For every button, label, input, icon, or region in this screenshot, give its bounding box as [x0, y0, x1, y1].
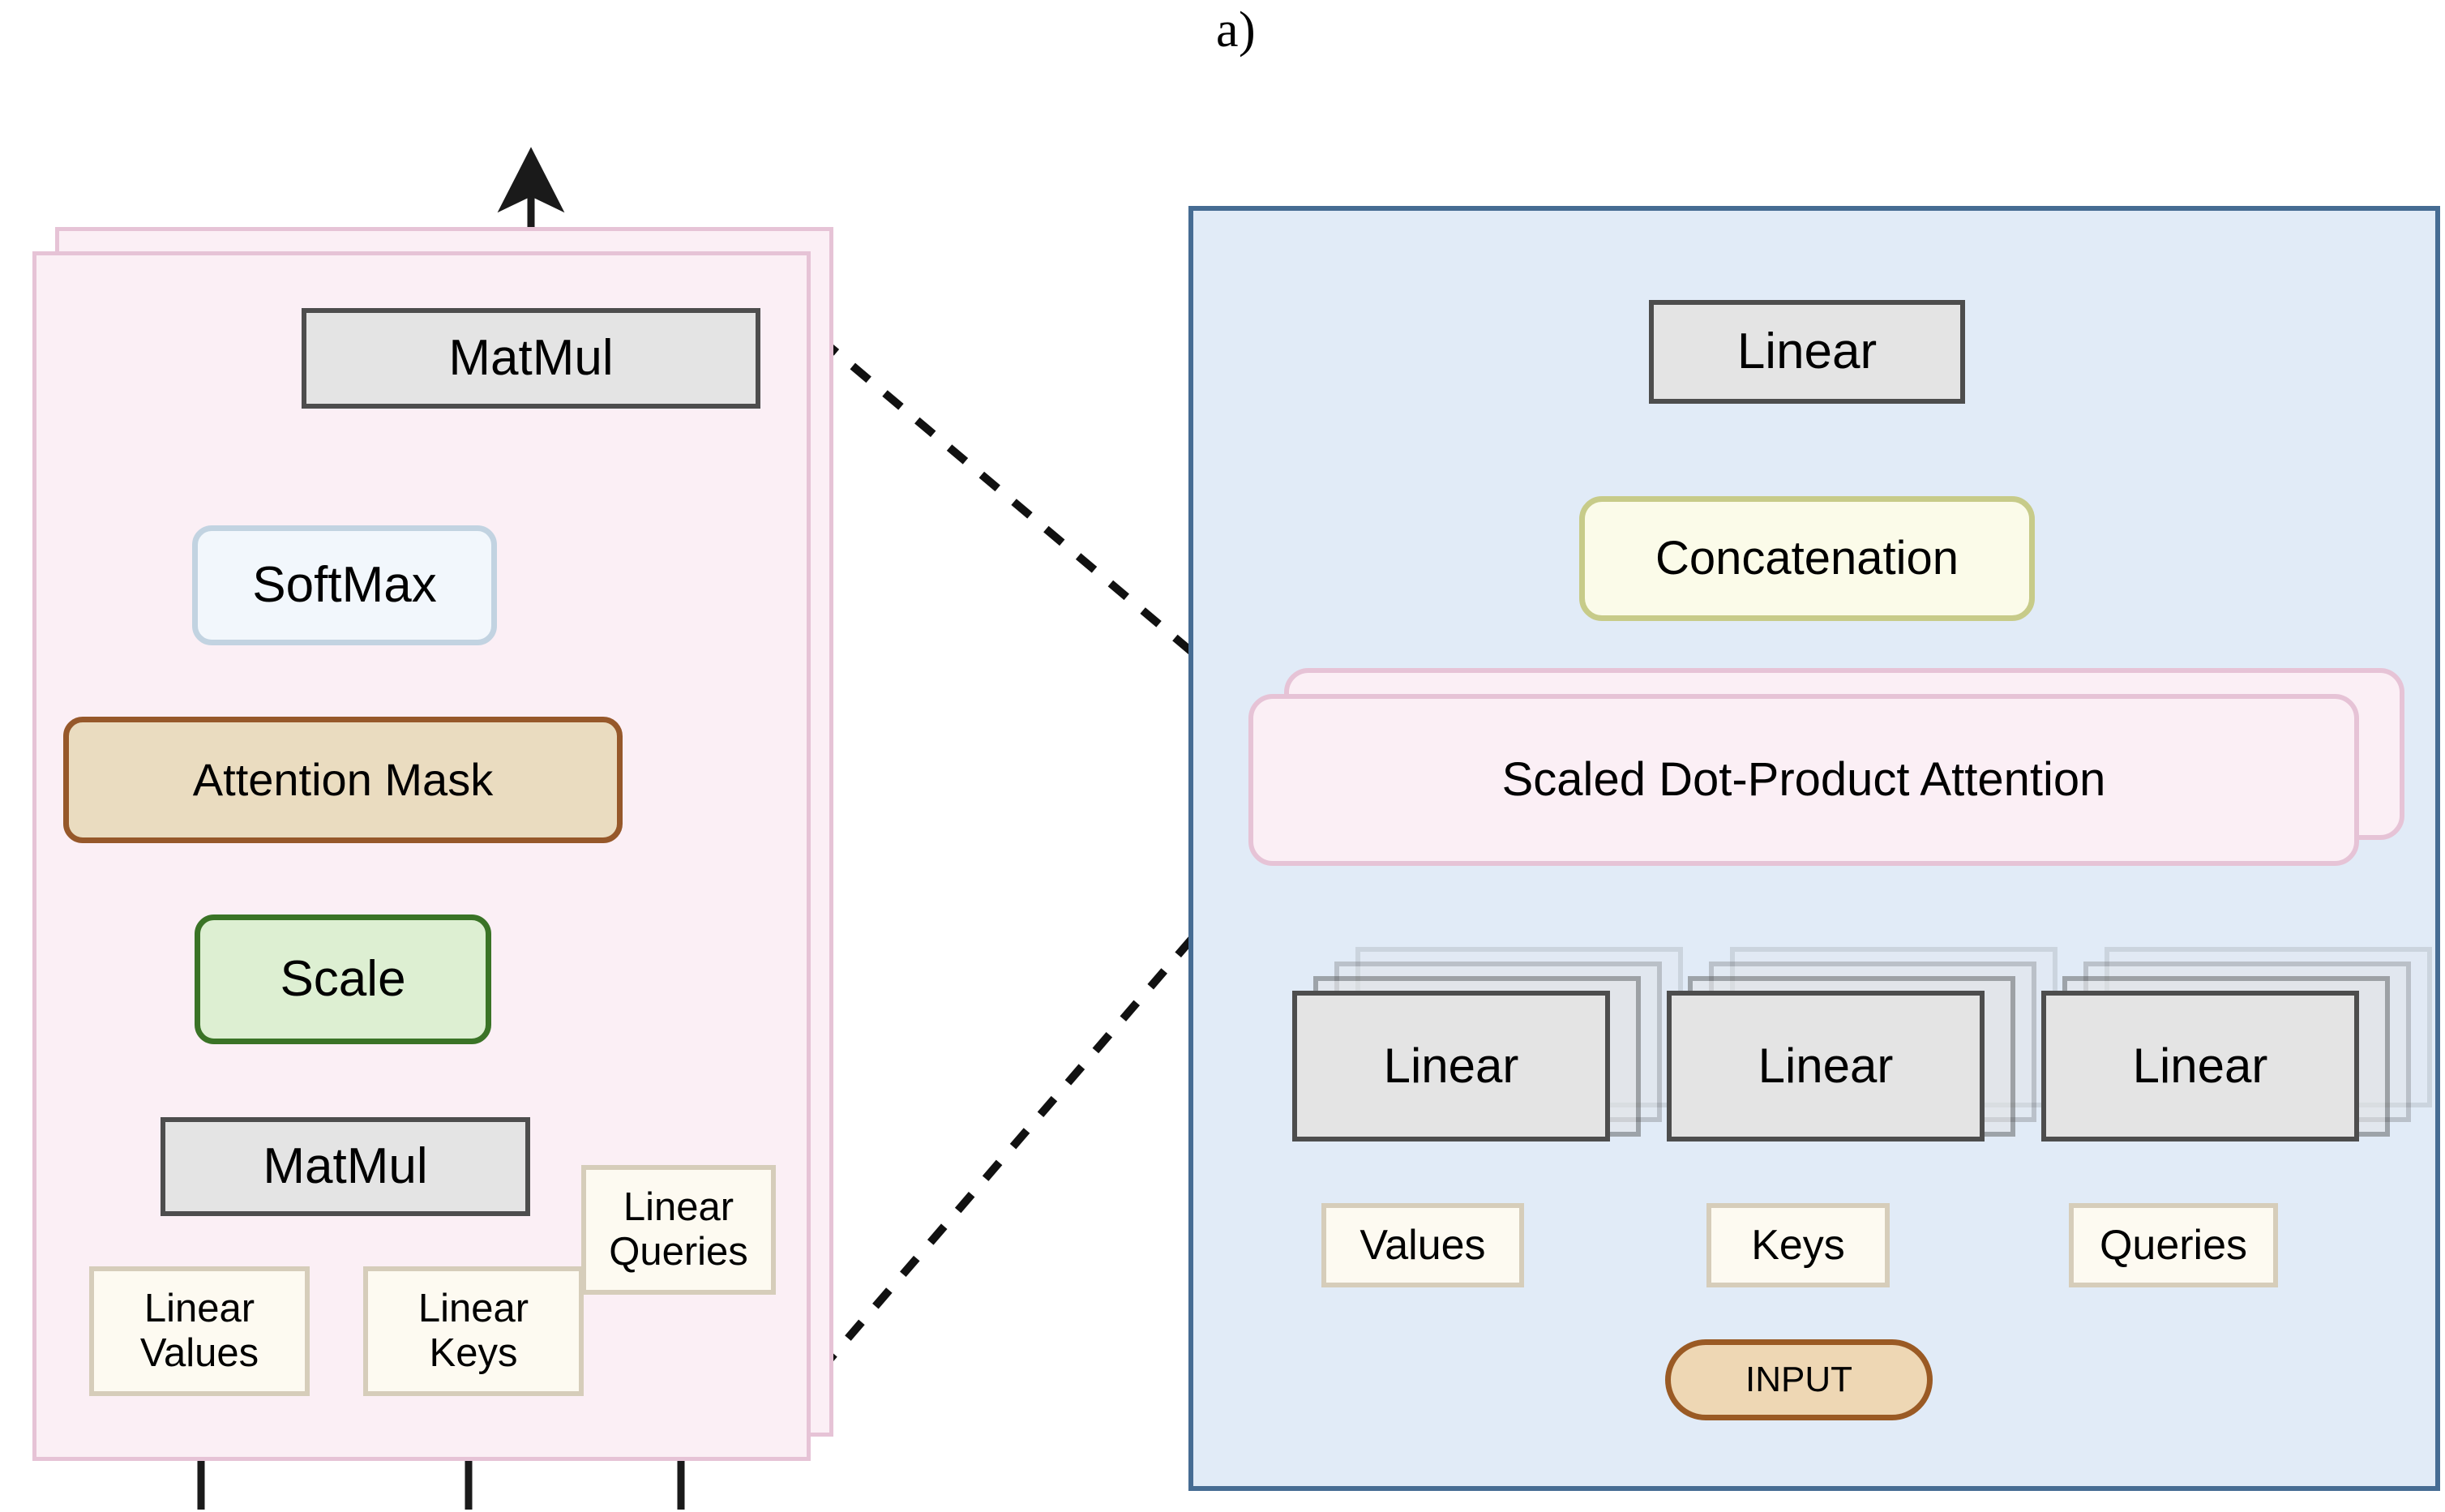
- node-softmax[interactable]: SoftMax: [192, 525, 497, 645]
- node-values[interactable]: Values: [1321, 1203, 1524, 1287]
- node-linear-values-right[interactable]: Linear: [1292, 991, 1610, 1141]
- node-matmul-top[interactable]: MatMul: [302, 308, 760, 409]
- node-queries[interactable]: Queries: [2069, 1203, 2278, 1287]
- node-linear-queries-right[interactable]: Linear: [2041, 991, 2359, 1141]
- node-linear-output[interactable]: Linear: [1649, 300, 1965, 404]
- node-scaled-dot-product-attention[interactable]: Scaled Dot-Product Attention: [1248, 694, 2359, 866]
- node-linear-queries-left[interactable]: Linear Queries: [581, 1165, 776, 1295]
- figure-label: a): [1216, 2, 1257, 58]
- node-concatenation[interactable]: Concatenation: [1579, 496, 2035, 621]
- node-linear-keys-left[interactable]: Linear Keys: [363, 1266, 584, 1396]
- node-matmul-bottom[interactable]: MatMul: [161, 1117, 530, 1216]
- node-linear-keys-right[interactable]: Linear: [1667, 991, 1985, 1141]
- node-attention-mask[interactable]: Attention Mask: [63, 717, 623, 843]
- node-input[interactable]: INPUT: [1665, 1339, 1933, 1420]
- node-scale[interactable]: Scale: [195, 914, 491, 1044]
- node-keys[interactable]: Keys: [1706, 1203, 1890, 1287]
- node-linear-values-left[interactable]: Linear Values: [89, 1266, 310, 1396]
